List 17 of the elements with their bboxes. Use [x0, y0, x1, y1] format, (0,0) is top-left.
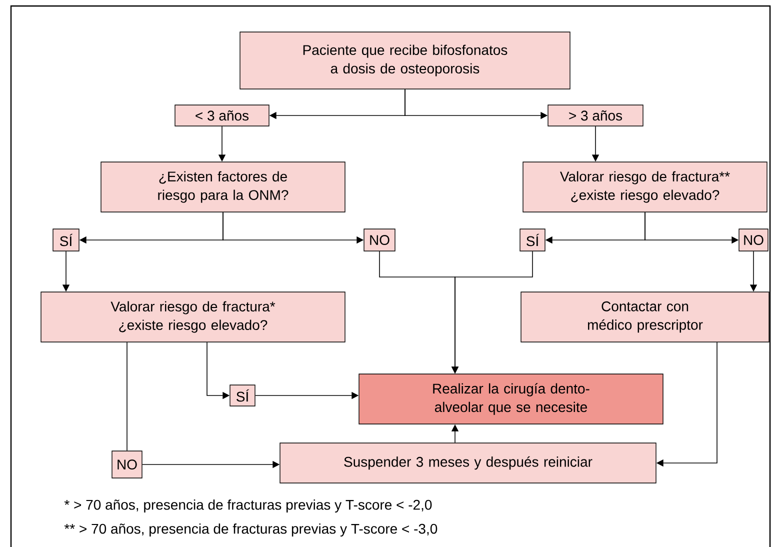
- answer-box: NO: [112, 450, 142, 478]
- process-box: Valorar riesgo de fractura** ¿existe riesgo elevado?: [522, 162, 768, 212]
- footnote: ** > 70 años, presencia de fracturas previas y T-score < -3,0: [64, 523, 438, 537]
- answer-box: SÍ: [520, 228, 546, 252]
- answer-box: > 3 años: [548, 104, 644, 126]
- answer-box: SÍ: [52, 228, 80, 252]
- answer-box: NO: [738, 228, 768, 252]
- answer-box: < 3 años: [174, 104, 270, 126]
- process-box: Contactar con médico prescriptor: [520, 292, 770, 342]
- answer-box: NO: [364, 228, 396, 252]
- footnote: * > 70 años, presencia de fracturas previas y T-score < -2,0: [64, 499, 432, 513]
- action-box: Realizar la cirugía dento-alveolar que se necesite: [358, 374, 664, 424]
- answer-box: SÍ: [230, 384, 256, 406]
- process-box: Paciente que recibe bifosfonatos a dosis de osteoporosis: [240, 32, 570, 90]
- process-box: ¿Existen factores de riesgo para la ONM?: [100, 162, 346, 212]
- process-box: Suspender 3 meses y después reiniciar: [280, 442, 656, 484]
- process-box: Valorar riesgo de fractura* ¿existe riesgo elevado?: [40, 292, 346, 342]
